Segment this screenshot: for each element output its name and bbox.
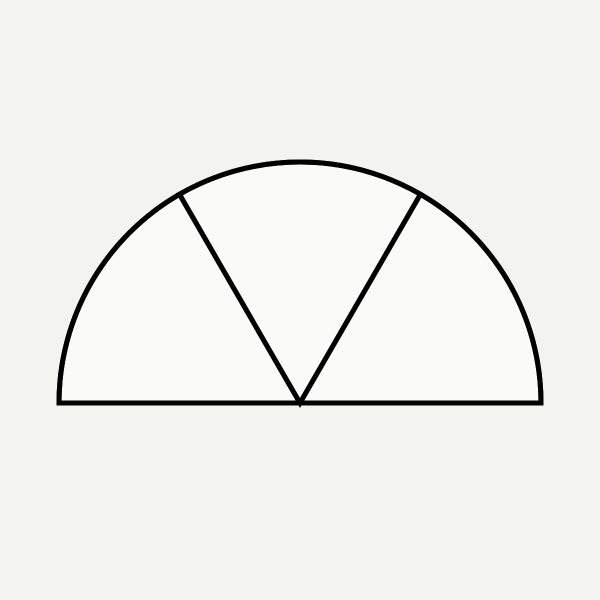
- outline-group: [56, 159, 544, 406]
- semicircle-outline: [56, 159, 544, 406]
